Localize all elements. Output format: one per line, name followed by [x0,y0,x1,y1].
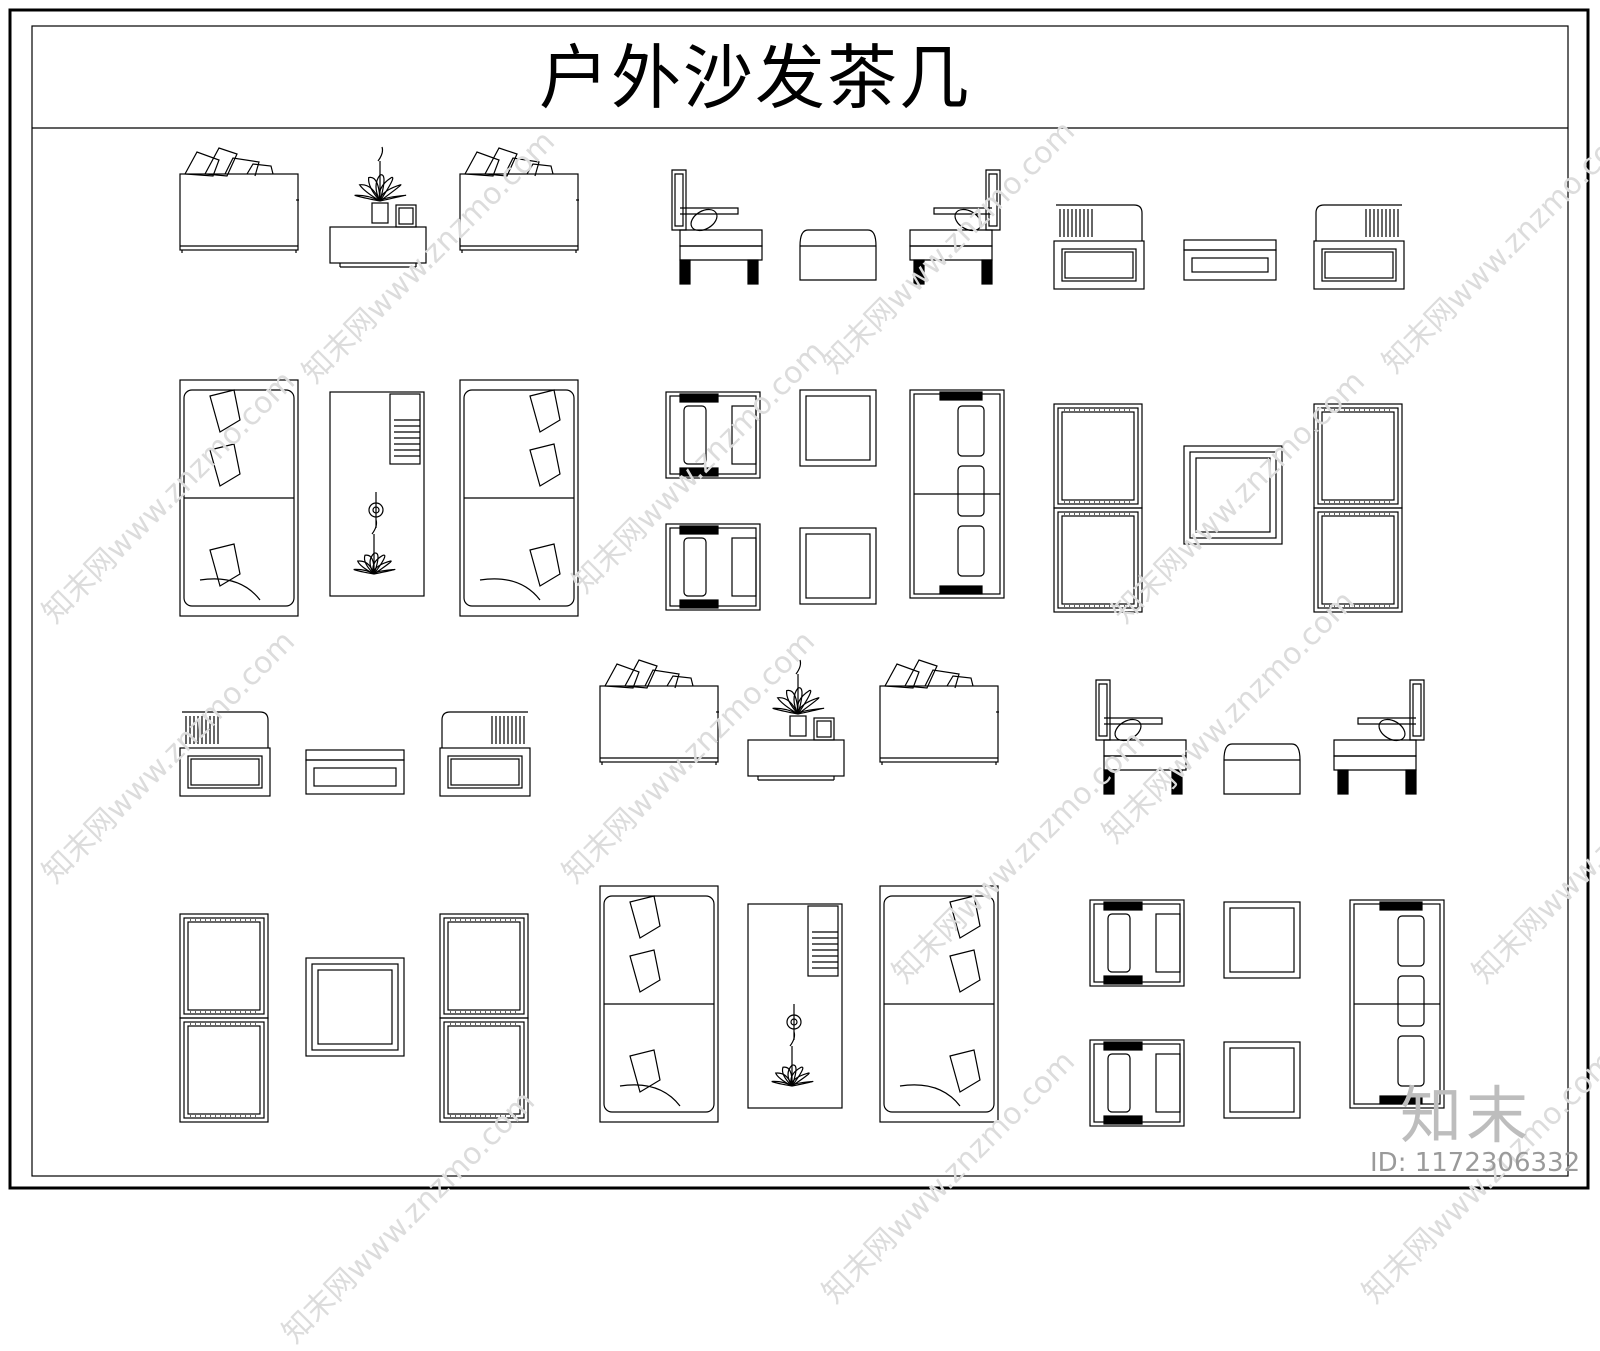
page-title: 户外沙发茶几 [539,37,971,119]
loveseat-plan-view [1349,899,1445,1109]
slatted-armchair-front-elevation [179,711,271,797]
ottoman-plan-view [1223,1041,1301,1119]
ottoman-plan-view [799,527,877,605]
rattan-chair-plan-view [1313,403,1403,613]
rattan-table-plan-view [305,957,405,1057]
drawing-sheet [8,8,1590,1190]
armchair-side-elevation [909,169,1001,285]
sofa-front-elevation [179,147,299,253]
coffee-table-plan-view [747,903,843,1109]
sofa-plan-view [599,885,719,1123]
loveseat-plan-view [909,389,1005,599]
rattan-chair-plan-view [439,913,529,1123]
armchair-side-elevation [671,169,763,285]
rattan-chair-plan-view [179,913,269,1123]
sofa-plan-view [179,379,299,617]
image-id: ID: 1172306332 [1370,1148,1581,1178]
bench-front-elevation [305,749,405,795]
coffee-table-front-elevation [747,659,845,781]
armchair-side-elevation [1333,679,1425,795]
sofa-plan-view [879,885,999,1123]
outer-frame [8,8,1590,1190]
sofa-front-elevation [879,659,999,765]
coffee-table-front-elevation [329,146,427,268]
armchair-side-elevation [1095,679,1187,795]
sofa-plan-view [459,379,579,617]
ottoman-front-elevation [799,229,877,281]
armchair-plan-view [665,391,761,479]
rattan-table-plan-view [1183,445,1283,545]
armchair-plan-view [1089,899,1185,987]
slatted-armchair-front-elevation [439,711,531,797]
rattan-chair-plan-view [1053,403,1143,613]
armchair-plan-view [665,523,761,611]
bench-front-elevation [1183,239,1277,281]
slatted-armchair-front-elevation [1313,204,1405,290]
brand-logo: 知末 [1400,1079,1533,1152]
inner-frame [31,25,1569,1177]
sofa-front-elevation [599,659,719,765]
ottoman-plan-view [799,389,877,467]
sofa-front-elevation [459,147,579,253]
ottoman-front-elevation [1223,743,1301,795]
armchair-plan-view [1089,1039,1185,1127]
ottoman-plan-view [1223,901,1301,979]
slatted-armchair-front-elevation [1053,204,1145,290]
coffee-table-plan-view [329,391,425,597]
